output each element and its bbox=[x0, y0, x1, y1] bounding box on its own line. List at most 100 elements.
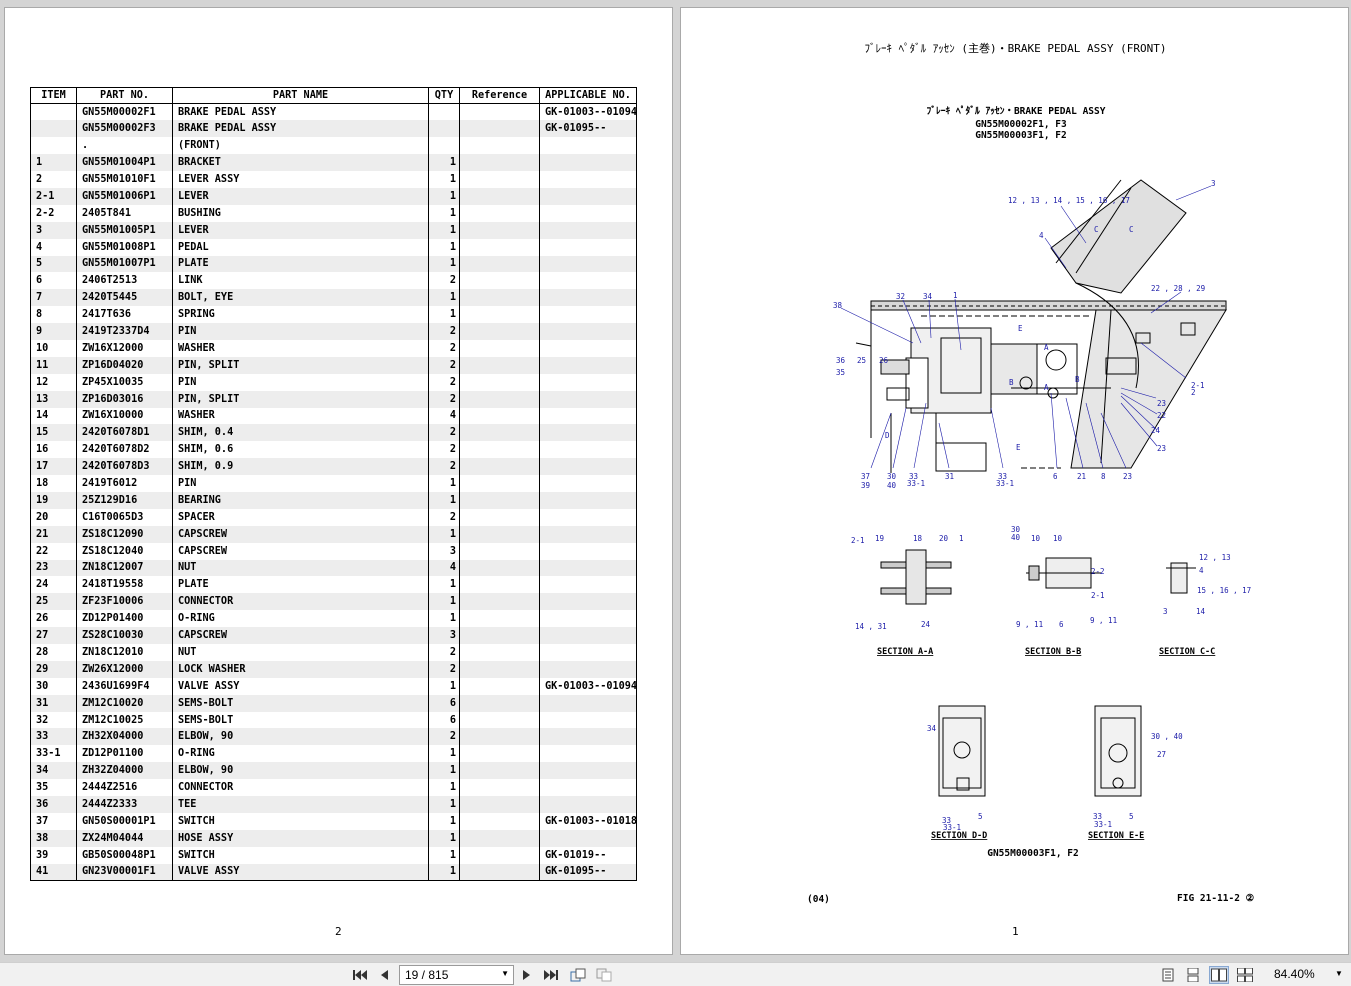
table-cell bbox=[539, 221, 637, 239]
table-cell bbox=[539, 762, 637, 780]
callout-label: 23 bbox=[1157, 444, 1166, 453]
table-cell bbox=[459, 846, 540, 864]
table-cell: 26 bbox=[30, 610, 77, 628]
go-back-view-icon[interactable] bbox=[569, 966, 587, 984]
table-cell: BRACKET bbox=[172, 154, 429, 172]
table-cell: GN55M01006P1 bbox=[76, 187, 173, 205]
section-callout-label: 6 bbox=[1059, 620, 1064, 629]
table-cell: 18 bbox=[30, 475, 77, 492]
section-callout-label: 5 bbox=[978, 812, 983, 821]
section-callout-label: 33-1 bbox=[1094, 820, 1112, 829]
table-cell: ZM12C10020 bbox=[76, 694, 173, 712]
callout-label: D bbox=[885, 431, 890, 440]
table-cell: 1 bbox=[428, 204, 460, 222]
section-label: SECTION C-C bbox=[1159, 647, 1215, 657]
table-cell bbox=[30, 137, 77, 155]
callout-label: 35 bbox=[836, 368, 845, 377]
section-callout-label: 9 , 11 bbox=[1016, 620, 1043, 629]
column-header: Reference bbox=[459, 87, 540, 104]
continuous-view-icon[interactable] bbox=[1184, 966, 1202, 984]
table-cell bbox=[459, 745, 540, 763]
table-cell: 6 bbox=[428, 711, 460, 729]
table-cell: GN23V00001F1 bbox=[76, 863, 173, 881]
table-cell: 2 bbox=[428, 390, 460, 408]
section-callout-label: 30 , 40 bbox=[1151, 732, 1183, 741]
callout-label: 4 bbox=[1039, 231, 1044, 240]
table-cell: 2 bbox=[428, 508, 460, 526]
table-cell: ZM12C10025 bbox=[76, 711, 173, 729]
single-page-view-icon[interactable] bbox=[1159, 966, 1177, 984]
table-cell: ZS18C12090 bbox=[76, 525, 173, 543]
callout-label: 26 bbox=[879, 356, 889, 365]
table-cell bbox=[539, 407, 637, 425]
table-cell bbox=[459, 576, 540, 594]
table-cell bbox=[539, 796, 637, 813]
table-cell: GN55M01004P1 bbox=[76, 154, 173, 172]
table-cell bbox=[459, 677, 540, 695]
zoom-level[interactable]: 84.40% bbox=[1274, 967, 1315, 981]
left-page-number: 2 bbox=[335, 925, 342, 938]
table-cell: ZW16X12000 bbox=[76, 339, 173, 357]
zoom-dropdown-icon[interactable]: ▼ bbox=[1335, 969, 1343, 978]
table-cell: 1 bbox=[30, 154, 77, 172]
callout-label: 34 bbox=[923, 292, 933, 301]
table-cell: PLATE bbox=[172, 255, 429, 273]
table-cell: ZH32X04000 bbox=[76, 728, 173, 746]
callout-label: 39 bbox=[861, 481, 870, 490]
page-dropdown-icon[interactable]: ▼ bbox=[501, 969, 509, 978]
continuous-facing-view-icon[interactable] bbox=[1236, 966, 1254, 984]
table-cell: 1 bbox=[428, 306, 460, 324]
table-cell: 31 bbox=[30, 694, 77, 712]
table-cell bbox=[459, 542, 540, 560]
page-number-field[interactable]: 19 / 815 ▼ bbox=[399, 965, 514, 985]
section-callout-label: 18 bbox=[913, 534, 923, 543]
figure-number: FIG 21-11-2 ② bbox=[1177, 893, 1255, 904]
table-cell: 41 bbox=[30, 863, 77, 881]
table-cell: 35 bbox=[30, 779, 77, 797]
table-cell: 7 bbox=[30, 289, 77, 307]
callout-label: 2 bbox=[1191, 388, 1196, 397]
section-callout-label: 27 bbox=[1157, 750, 1166, 759]
table-cell bbox=[459, 762, 540, 780]
table-cell bbox=[459, 187, 540, 205]
last-page-icon[interactable] bbox=[542, 966, 560, 984]
previous-page-icon[interactable] bbox=[375, 966, 393, 984]
table-cell: SPACER bbox=[172, 508, 429, 526]
section-callout-label: 33 bbox=[942, 816, 951, 825]
table-cell: 1 bbox=[428, 576, 460, 594]
table-cell: 1 bbox=[428, 171, 460, 188]
first-page-icon[interactable] bbox=[351, 966, 369, 984]
callout-label: 25 bbox=[857, 356, 866, 365]
table-cell: 30 bbox=[30, 677, 77, 695]
callout-label: 23 bbox=[1157, 399, 1166, 408]
table-cell bbox=[428, 103, 460, 121]
callout-label: 8 bbox=[1101, 472, 1106, 481]
table-cell: 9 bbox=[30, 323, 77, 340]
go-forward-view-icon[interactable] bbox=[595, 966, 613, 984]
section-callout-label: 30 bbox=[1011, 525, 1021, 534]
section-label: SECTION D-D bbox=[931, 831, 987, 841]
table-cell: 2 bbox=[428, 323, 460, 340]
table-cell bbox=[459, 323, 540, 340]
table-cell: ZX24M04044 bbox=[76, 829, 173, 847]
section-callout-label: 12 , 13 bbox=[1199, 553, 1231, 562]
table-cell bbox=[539, 491, 637, 509]
table-cell bbox=[539, 542, 637, 560]
table-cell: ZP16D04020 bbox=[76, 356, 173, 374]
table-cell: CAPSCREW bbox=[172, 627, 429, 644]
table-cell: 2419T6012 bbox=[76, 475, 173, 492]
facing-pages-view-icon[interactable] bbox=[1209, 966, 1229, 984]
table-cell: 39 bbox=[30, 846, 77, 864]
table-cell: 2 bbox=[428, 458, 460, 476]
table-cell bbox=[539, 204, 637, 222]
table-cell bbox=[539, 323, 637, 340]
next-page-icon[interactable] bbox=[518, 966, 536, 984]
table-cell: 5 bbox=[30, 255, 77, 273]
table-cell: VALVE ASSY bbox=[172, 677, 429, 695]
